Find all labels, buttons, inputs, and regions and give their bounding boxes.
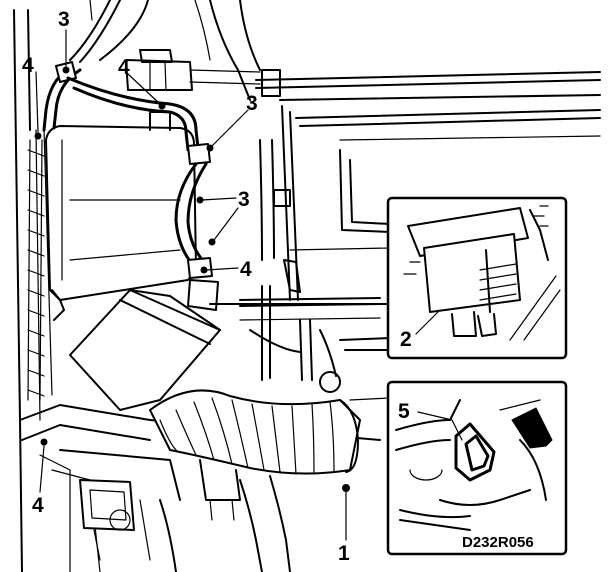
callout-3-top: 3 bbox=[58, 8, 70, 31]
callout-5: 5 bbox=[398, 400, 410, 423]
inset-clip-detail bbox=[386, 380, 568, 556]
callout-4-bottom: 4 bbox=[32, 494, 44, 517]
callout-4-top: 4 bbox=[118, 56, 130, 79]
callout-2: 2 bbox=[400, 328, 412, 351]
callout-numbers: 3 4 4 3 3 4 2 5 4 1 bbox=[22, 8, 412, 565]
air-intake-duct bbox=[69, 279, 361, 572]
inset-connector-detail bbox=[386, 196, 568, 360]
lower-bracket bbox=[59, 449, 181, 572]
callout-3-right-upper: 3 bbox=[246, 92, 258, 115]
reference-code: D232R056 bbox=[462, 534, 534, 551]
callout-4-right: 4 bbox=[240, 258, 252, 281]
air-filter-housing bbox=[45, 111, 197, 321]
callout-leaders bbox=[34, 29, 463, 541]
callout-3-right-mid: 3 bbox=[238, 188, 250, 211]
callout-4-left: 4 bbox=[22, 54, 34, 77]
callout-1: 1 bbox=[338, 542, 350, 565]
top-cabling bbox=[69, 0, 601, 101]
reference-code-box bbox=[458, 532, 554, 552]
